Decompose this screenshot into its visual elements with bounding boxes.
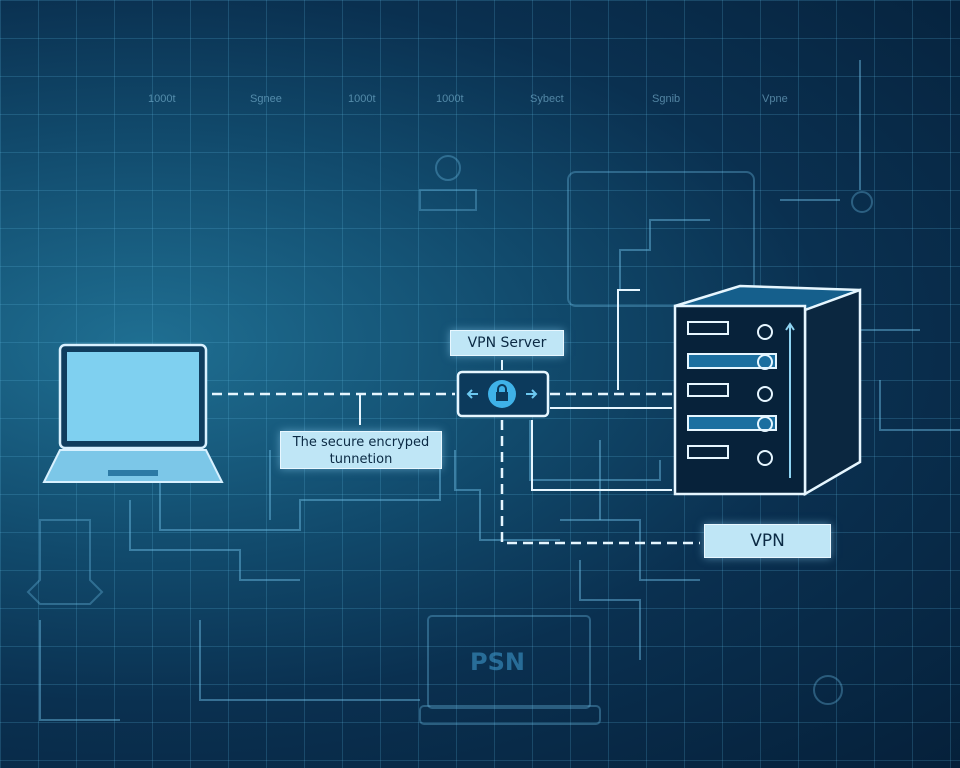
background-devices xyxy=(26,155,873,725)
top-label: Vpne xyxy=(762,93,788,105)
tunnel-label: The secure encryped tunnetion xyxy=(280,431,442,469)
connector-lines xyxy=(359,289,672,491)
top-label: 1000t xyxy=(148,93,176,105)
top-label: 1000t xyxy=(436,93,464,105)
top-label: 1000t xyxy=(348,93,376,105)
top-label: Sgnib xyxy=(652,93,681,105)
vpn-server-label: VPN Server xyxy=(450,330,564,356)
laptop-logo: PSN xyxy=(470,648,525,676)
circuit-traces xyxy=(39,60,960,721)
top-label: Sybect xyxy=(530,93,564,105)
vpn-label: VPN xyxy=(704,524,831,558)
vpn-hub-lock xyxy=(456,370,550,418)
server-icon xyxy=(673,284,862,497)
top-label: Sgnee xyxy=(250,93,282,105)
laptop-icon xyxy=(42,343,224,483)
encrypted-tunnel-lines xyxy=(212,392,700,545)
